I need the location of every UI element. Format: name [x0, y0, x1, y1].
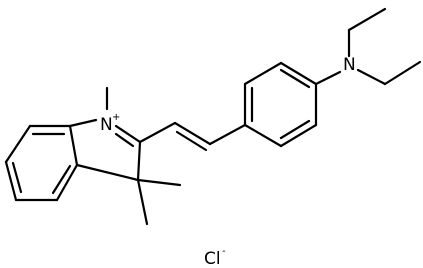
bond	[279, 123, 318, 148]
bond	[383, 60, 422, 86]
indolium-nitrogen-label: N	[100, 115, 113, 135]
bond	[75, 163, 140, 182]
gem-methyl-bond	[136, 178, 149, 226]
amine-nitrogen-label: N	[343, 55, 356, 75]
bond	[114, 124, 142, 144]
indolium-five-ring	[68, 118, 142, 182]
double-bond-inner	[175, 130, 208, 152]
double-bond-inner	[279, 68, 311, 89]
diethylamino-group	[314, 7, 422, 86]
bond	[136, 140, 142, 182]
bond	[314, 70, 342, 86]
gem-methyl-bond	[136, 178, 182, 187]
double-bond-inner	[114, 132, 135, 148]
double-bond-inner	[279, 119, 311, 140]
double-bond-inner	[11, 161, 23, 194]
bond	[4, 124, 32, 164]
bond	[243, 61, 283, 86]
indolium-charge-label: +	[112, 112, 120, 123]
bond	[243, 123, 283, 148]
bond	[173, 121, 212, 146]
bond	[68, 124, 79, 167]
bond	[279, 61, 318, 86]
chloride-charge-label: -	[222, 246, 226, 257]
bond	[55, 163, 79, 202]
bond	[356, 68, 387, 86]
double-bond-inner	[51, 164, 72, 195]
vinyl-linker	[138, 121, 247, 152]
bond	[4, 160, 18, 202]
bond	[347, 7, 387, 32]
phenyl-ring	[243, 61, 318, 148]
chloride-label: Cl	[204, 249, 221, 268]
bond	[138, 121, 177, 144]
indole-benzene-ring	[4, 124, 79, 202]
bond	[68, 118, 98, 128]
bond	[208, 123, 247, 146]
